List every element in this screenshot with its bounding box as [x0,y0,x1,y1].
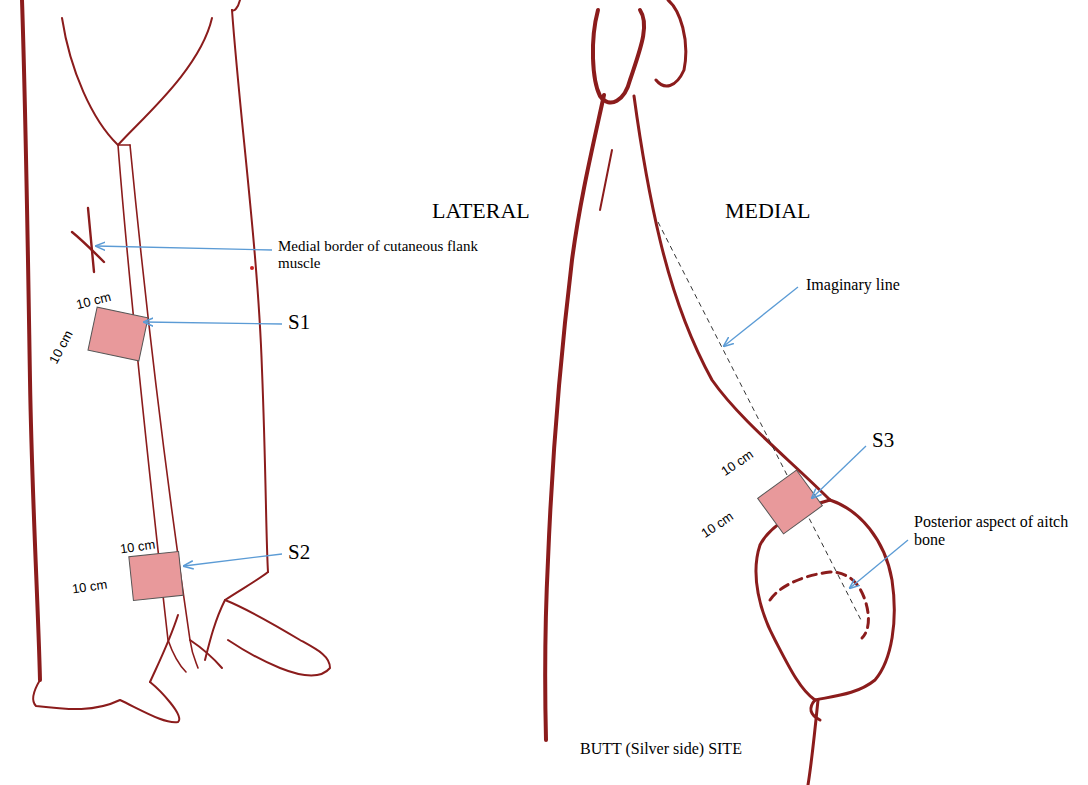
dimension-label: 10 cm [719,447,757,479]
orientation-label: MEDIAL [725,198,811,223]
site-label: S1 [288,310,310,334]
callout-note: Posterior aspect of aitch bone [914,513,1084,550]
orientation-label: LATERAL [432,198,530,223]
dimension-label: 10 cm [47,328,77,366]
dimension-label: 10 cm [699,509,737,541]
site-label: S3 [872,428,894,452]
site-title: BUTT (Silver side) SITE [580,740,780,758]
callout-note: Medial border of cutaneous flank muscle [278,238,478,273]
callout-note: Imaginary line [806,276,900,294]
dimension-label: 10 cm [71,578,108,598]
site-label: S2 [288,540,310,564]
